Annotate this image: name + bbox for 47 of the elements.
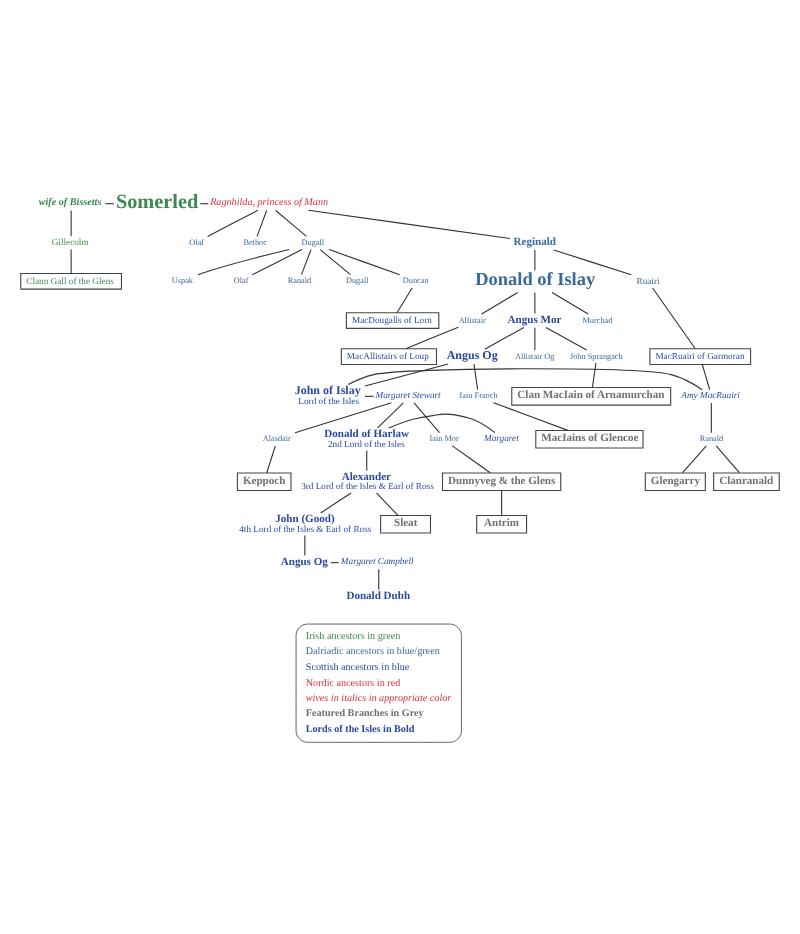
connector bbox=[207, 209, 259, 237]
node-text: Somerled bbox=[115, 191, 199, 214]
connector bbox=[534, 327, 536, 351]
connector bbox=[551, 291, 589, 315]
connector bbox=[256, 209, 268, 237]
connector bbox=[710, 402, 712, 434]
connector bbox=[715, 445, 740, 474]
connector bbox=[681, 445, 707, 474]
connector bbox=[553, 249, 632, 276]
connector bbox=[104, 203, 115, 205]
connector bbox=[300, 249, 312, 276]
connector bbox=[375, 492, 399, 516]
connector bbox=[304, 535, 306, 556]
connector bbox=[366, 449, 368, 471]
connector bbox=[378, 568, 380, 591]
connector bbox=[319, 249, 352, 276]
connector bbox=[307, 209, 511, 240]
connector bbox=[481, 291, 519, 315]
connector bbox=[701, 363, 711, 391]
connector bbox=[364, 395, 375, 397]
connector bbox=[197, 248, 290, 276]
connector bbox=[413, 402, 441, 434]
connector bbox=[266, 445, 276, 474]
connector bbox=[388, 413, 496, 434]
connector bbox=[376, 402, 404, 429]
connector bbox=[484, 327, 525, 350]
connector bbox=[347, 368, 703, 391]
connector bbox=[405, 326, 459, 350]
connector bbox=[364, 363, 449, 387]
connector bbox=[328, 249, 401, 276]
connector bbox=[652, 287, 696, 349]
connector bbox=[501, 490, 503, 516]
connector bbox=[70, 249, 72, 274]
connector bbox=[294, 402, 392, 434]
connector bbox=[473, 363, 479, 391]
connector bbox=[545, 327, 588, 351]
connector bbox=[275, 209, 307, 237]
node-text: Donald of Islay bbox=[475, 269, 596, 289]
connector bbox=[251, 249, 303, 276]
connector bbox=[451, 445, 491, 474]
connector bbox=[396, 287, 413, 314]
connector bbox=[534, 249, 536, 271]
connector bbox=[320, 492, 352, 514]
connector bbox=[492, 402, 569, 431]
connector bbox=[591, 362, 597, 388]
connector bbox=[70, 209, 72, 237]
connector bbox=[534, 291, 536, 315]
